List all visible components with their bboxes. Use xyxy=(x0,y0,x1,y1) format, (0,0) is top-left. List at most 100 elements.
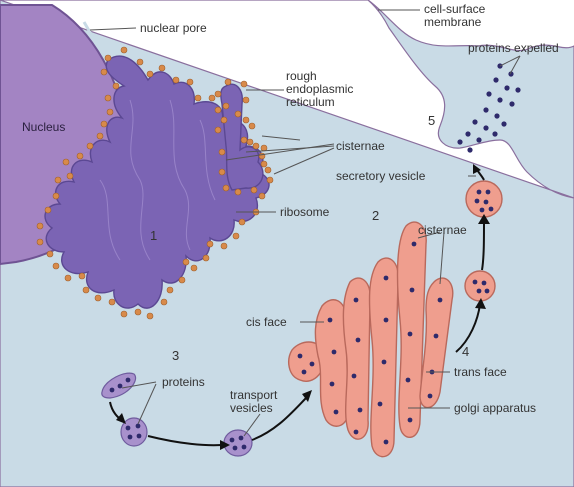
ribosome-dot xyxy=(208,94,216,102)
label-cell-membrane-1: cell-surface xyxy=(424,2,486,16)
ribosome-dot xyxy=(94,294,102,302)
step-4: 4 xyxy=(462,344,469,359)
ribosome-dot xyxy=(220,116,228,124)
ribosome-dot xyxy=(206,240,214,248)
ribosome-dot xyxy=(214,90,222,98)
ribosome-dot xyxy=(134,308,142,316)
label-nuclear-pore: nuclear pore xyxy=(140,21,207,35)
golgi-protein-dot xyxy=(297,353,303,359)
secretory-vesicles xyxy=(464,180,503,302)
ribosome-dot xyxy=(222,102,230,110)
ribosome-dot xyxy=(172,76,180,84)
ribosome-dot xyxy=(250,186,258,194)
ribosome-dot xyxy=(202,254,210,262)
ribosome-dot xyxy=(190,264,198,272)
ribosome-dot xyxy=(96,132,104,140)
golgi-protein-dot xyxy=(433,333,439,339)
ribosome-dot xyxy=(62,158,70,166)
ribosome-dot xyxy=(66,172,74,180)
ribosome-dot xyxy=(100,120,108,128)
leader-lines xyxy=(89,9,521,437)
ribosome-dot xyxy=(240,80,248,88)
label-nucleus: Nucleus xyxy=(22,120,65,134)
label-proteins-expelled: proteins expelled xyxy=(468,41,559,55)
label-rough-er-1: rough xyxy=(286,69,317,83)
ribosome-dot xyxy=(224,78,232,86)
golgi-protein-dot xyxy=(407,417,413,423)
ribosome-dot xyxy=(54,176,62,184)
ribosome-dot xyxy=(234,110,242,118)
label-transport-1: transport xyxy=(230,388,278,402)
ribosome-dot xyxy=(264,166,272,174)
golgi-protein-dot xyxy=(409,287,415,293)
golgi-protein-dot xyxy=(351,373,357,379)
label-golgi-apparatus: golgi apparatus xyxy=(454,401,536,415)
ribosome-dot xyxy=(36,222,44,230)
ribosome-dot xyxy=(218,148,226,156)
ribosome-dot xyxy=(218,168,226,176)
label-cisternae-er: cisternae xyxy=(336,139,385,153)
ribosome-dot xyxy=(246,138,254,146)
ribosome-dot xyxy=(240,136,248,144)
ribosome-dot xyxy=(112,82,120,90)
ribosome-dot xyxy=(214,106,222,114)
label-cell-membrane-2: membrane xyxy=(424,15,482,29)
label-transport-2: vesicles xyxy=(230,401,273,415)
golgi-protein-dot xyxy=(331,349,337,355)
ribosome-dot xyxy=(44,206,52,214)
arrow-heads xyxy=(116,164,490,450)
secretory-vesicle-proteins xyxy=(472,189,494,294)
ribosome-dot xyxy=(242,96,250,104)
ribosome-dot xyxy=(260,160,268,168)
ribosome-dot xyxy=(52,262,60,270)
label-rough-er-3: reticulum xyxy=(286,95,335,109)
expelled-proteins xyxy=(457,63,521,153)
step-1: 1 xyxy=(150,228,157,243)
label-trans-face: trans face xyxy=(454,365,507,379)
golgi-protein-dot xyxy=(407,331,413,337)
ribosome-dot xyxy=(238,218,246,226)
ribosome-dot xyxy=(248,122,256,130)
golgi-protein-dot xyxy=(333,409,339,415)
label-cisternae-golgi: cisternae xyxy=(418,223,467,237)
label-rough-er-2: endoplasmic xyxy=(286,82,353,96)
ribosome-dot xyxy=(104,54,112,62)
golgi-protein-dot xyxy=(437,297,443,303)
golgi-protein-dot xyxy=(327,317,333,323)
label-ribosome: ribosome xyxy=(280,205,330,219)
ribosome-dot xyxy=(36,238,44,246)
ribosome-dot xyxy=(258,192,266,200)
ribosome-dot xyxy=(82,286,90,294)
rough-endoplasmic-reticulum xyxy=(44,55,270,309)
nuclear-pore xyxy=(82,21,93,35)
ribosome-dot xyxy=(146,312,154,320)
ribosome-dot xyxy=(136,58,144,66)
ribosome-dot xyxy=(222,184,230,192)
label-cis-face: cis face xyxy=(246,315,287,329)
golgi-protein-dot xyxy=(353,297,359,303)
ribosome-dot xyxy=(232,232,240,240)
golgi-protein-dot xyxy=(427,393,433,399)
ribosome-dot xyxy=(182,258,190,266)
ribosome-dot xyxy=(78,272,86,280)
ribosome-dot xyxy=(260,144,268,152)
golgi-proteins xyxy=(297,241,443,445)
ribosome-dot xyxy=(242,116,250,124)
ribosome-dot xyxy=(52,192,60,200)
ribosome-dot xyxy=(86,142,94,150)
ribosome-dot xyxy=(120,310,128,318)
golgi-protein-dot xyxy=(383,439,389,445)
golgi-protein-dot xyxy=(357,407,363,413)
ribosome-dot xyxy=(220,242,228,250)
er-lumen xyxy=(99,99,216,261)
ribosome-dot xyxy=(214,126,222,134)
ribosome-dot xyxy=(100,68,108,76)
ribosome-dot xyxy=(186,78,194,86)
ribosome-dot xyxy=(146,70,154,78)
ribosome-dot xyxy=(158,64,166,72)
ribosome-dot xyxy=(178,276,186,284)
golgi-protein-dot xyxy=(309,361,315,367)
label-proteins: proteins xyxy=(162,375,205,389)
